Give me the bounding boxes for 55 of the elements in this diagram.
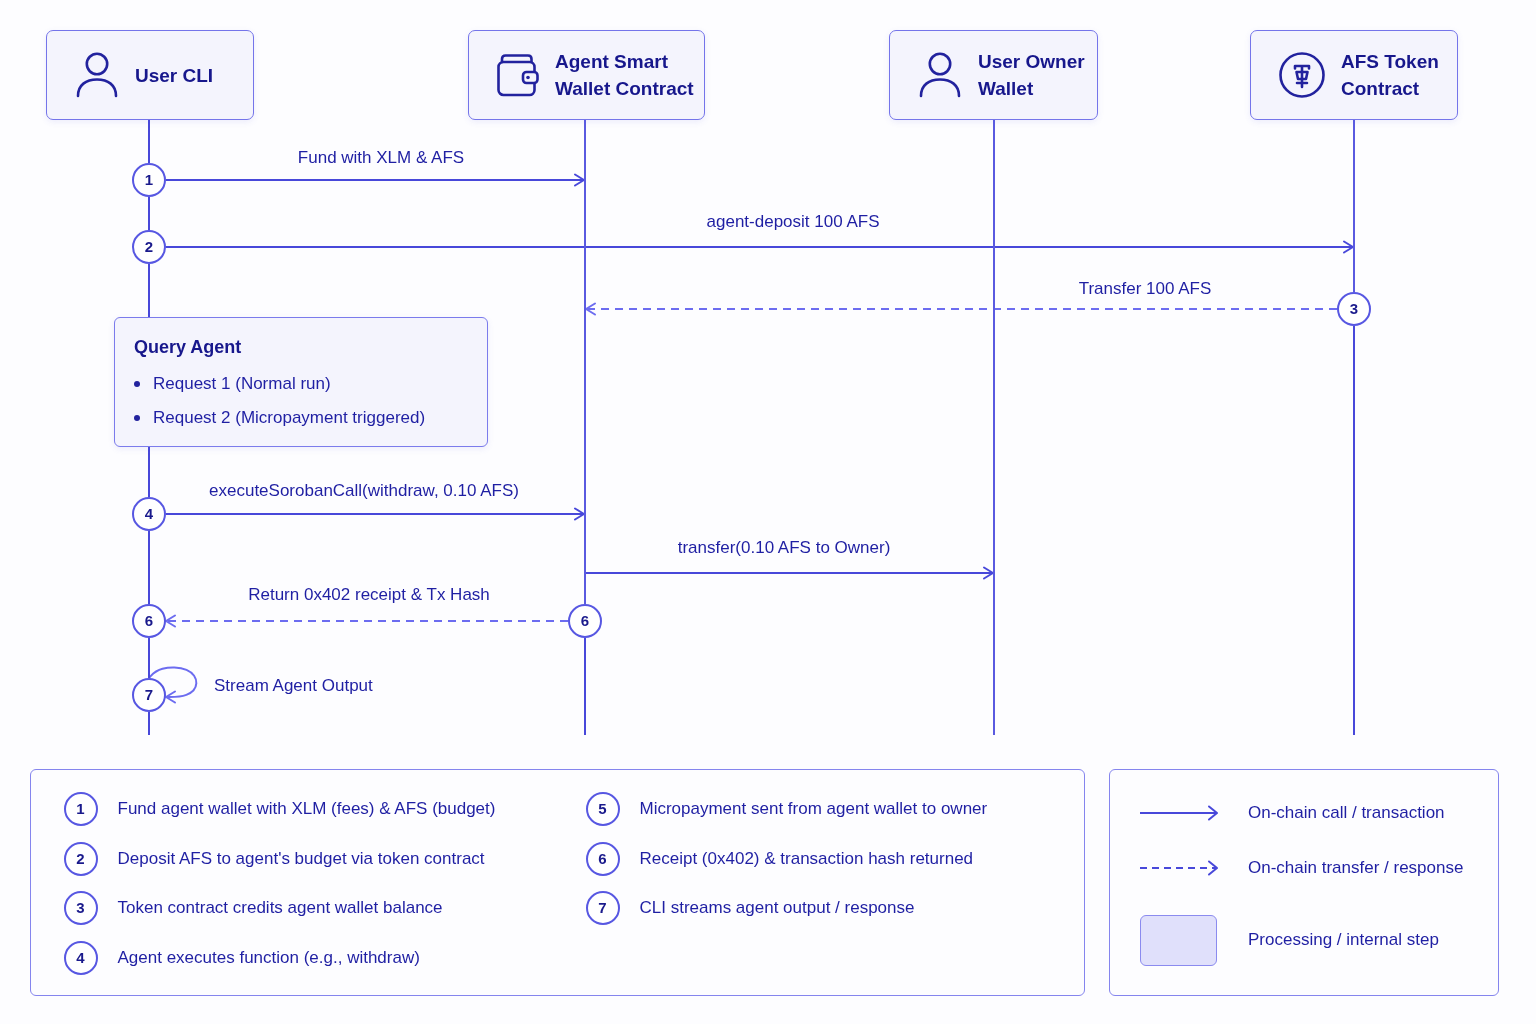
step-number: 2 (132, 230, 166, 264)
lifeline (148, 637, 150, 679)
step-number: 7 (585, 890, 620, 925)
arrow (165, 173, 585, 187)
lifeline (1353, 325, 1355, 736)
arrow (165, 507, 585, 521)
lifeline (1353, 120, 1355, 292)
lifeline (148, 196, 150, 231)
lifeline (993, 120, 995, 735)
step-number: 1 (63, 791, 98, 826)
bullet-text: Request 1 (Normal run) (153, 373, 331, 395)
steps-panel (30, 769, 1085, 996)
lifeline (584, 120, 586, 604)
step-number: 3 (63, 890, 98, 925)
legend-label: Processing / internal step (1248, 929, 1439, 951)
legend-label: On-chain transfer / response (1248, 857, 1464, 879)
step-description: Micropayment sent from agent wallet to owner (639, 797, 988, 820)
lifeline (148, 263, 150, 318)
participant-name: User CLI (135, 63, 214, 88)
lifeline (148, 711, 150, 736)
arrow (585, 566, 994, 580)
arrow (585, 302, 1338, 316)
step-description: CLI streams agent output / response (639, 896, 915, 919)
step-number: 3 (1337, 292, 1371, 326)
bullet-text: Request 2 (Micropayment triggered) (153, 407, 426, 429)
step-description: Fund agent wallet with XLM (fees) & AFS (budget) (117, 797, 496, 820)
arrow (165, 240, 1354, 254)
step-number: 1 (132, 163, 166, 197)
step-number: 7 (132, 678, 166, 712)
step-number: 4 (132, 497, 166, 531)
process-title: Query Agent (134, 336, 242, 359)
step-number: 6 (585, 841, 620, 876)
lifeline (148, 446, 150, 498)
legend-label: On-chain call / transaction (1248, 802, 1445, 824)
participant-box (1250, 30, 1458, 120)
step-description: Token contract credits agent wallet balance (117, 896, 443, 919)
participant-box (46, 30, 254, 120)
participant-name: User Owner Wallet (978, 50, 1086, 101)
step-number: 4 (63, 940, 98, 975)
step-number: 6 (132, 604, 166, 638)
step-number: 5 (585, 791, 620, 826)
step-number: 2 (63, 841, 98, 876)
lifeline (148, 530, 150, 605)
lifeline (148, 119, 150, 164)
process-box (114, 317, 488, 447)
lifeline (584, 637, 586, 736)
step-description: Deposit AFS to agent's budget via token contract (117, 847, 485, 870)
step-description: Receipt (0x402) & transaction hash returned (639, 847, 974, 870)
step-number: 6 (568, 604, 602, 638)
participant-name: AFS Token Contract (1341, 50, 1440, 101)
participant-box (468, 30, 705, 120)
step-description: Agent executes function (e.g., withdraw) (117, 946, 420, 969)
arrow (165, 614, 569, 628)
participant-box (889, 30, 1098, 120)
participant-name: Agent Smart Wallet Contract (555, 50, 695, 101)
